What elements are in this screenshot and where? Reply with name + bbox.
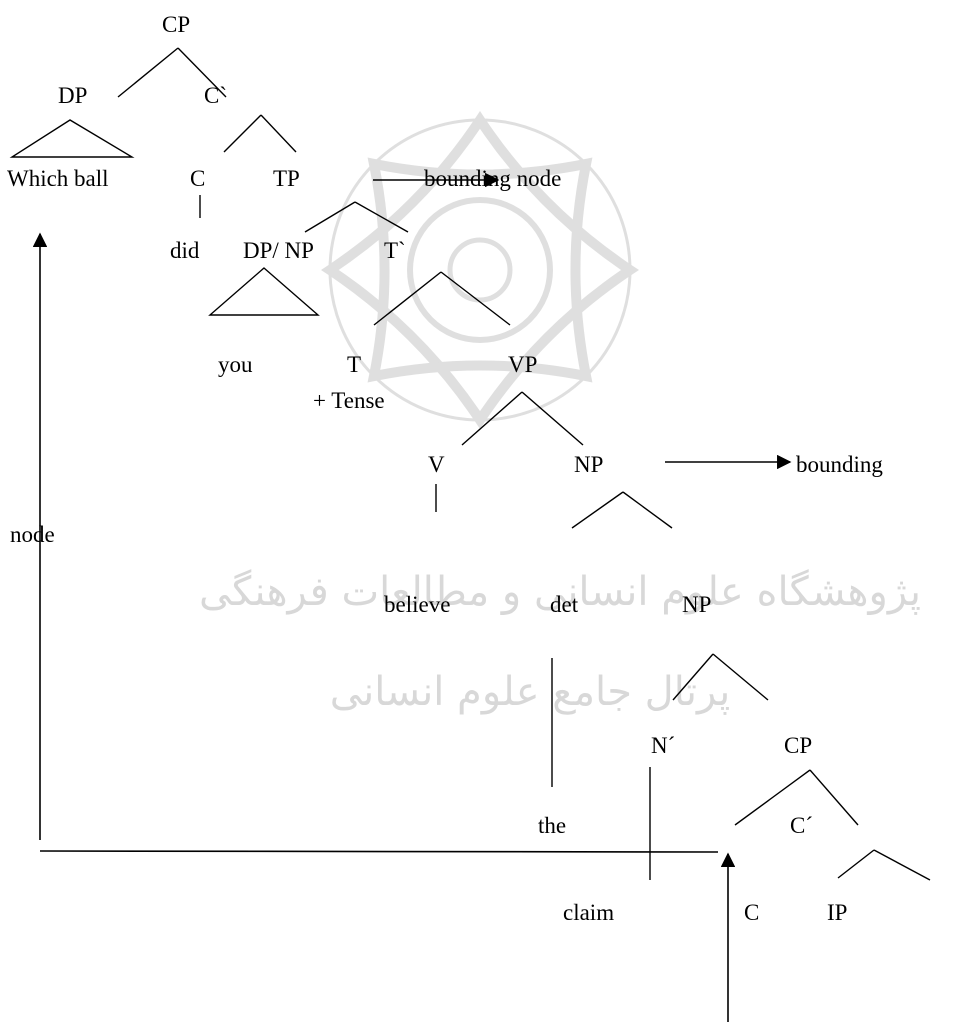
- tree-edges: [9, 47, 931, 881]
- node-tbar: T`: [384, 238, 406, 263]
- triangle-which-ball: [9, 119, 135, 158]
- node-tp: TP: [273, 166, 300, 191]
- node-vp: VP: [508, 352, 537, 377]
- node-c-low: C: [744, 900, 759, 925]
- node-cp-low: CP: [784, 733, 812, 758]
- edge-tp-dpnp: [304, 201, 356, 233]
- edge-tbar-vp: [440, 271, 511, 326]
- node-cbar-top: C`: [204, 83, 227, 108]
- triangle-you: [208, 267, 320, 316]
- edge-vp-np: [521, 391, 584, 446]
- watermark-emblem: پژوهشگاه علوم انسانی و مطالعات فرهنگی پر…: [199, 110, 921, 715]
- edge-cbar-c: [223, 114, 262, 153]
- node-det: det: [550, 592, 579, 617]
- edge-cp-cbar-low: [809, 769, 859, 826]
- edge-cbar-ip: [873, 849, 931, 881]
- node-np-obj: NP: [574, 452, 603, 477]
- node-t: T: [347, 352, 361, 377]
- edge-np-det: [571, 491, 624, 529]
- watermark-line-2: پرتال جامع علوم انسانی: [330, 669, 731, 715]
- node-which-ball: Which ball: [7, 166, 109, 191]
- edge-tbar-t: [373, 271, 442, 326]
- edge-cbar-tp: [260, 114, 297, 153]
- node-c-top: C: [190, 166, 205, 191]
- tree-labels: CP DP C` Which ball C TP bounding node d…: [7, 12, 883, 925]
- watermark-line-1: پژوهشگاه علوم انسانی و مطالعات فرهنگی: [199, 569, 921, 615]
- node-ip: IP: [827, 900, 847, 925]
- node-dp-top: DP: [58, 83, 87, 108]
- edge-tp-tbar: [354, 201, 409, 233]
- annotation-node-side: node: [10, 522, 55, 547]
- arrow-movement-horizontal: [39, 850, 719, 853]
- node-v: V: [428, 452, 445, 477]
- edge-cp-cbar: [177, 47, 227, 98]
- node-tense: + Tense: [313, 388, 385, 413]
- node-nbar: N´: [651, 733, 675, 758]
- edge-cbar-c-low: [837, 849, 875, 879]
- node-you: you: [218, 352, 253, 377]
- movement-arrows: [32, 172, 792, 1022]
- node-claim: claim: [563, 900, 614, 925]
- node-believe: believe: [384, 592, 450, 617]
- edge-cp-dp: [117, 47, 179, 98]
- node-did: did: [170, 238, 200, 263]
- node-the: the: [538, 813, 566, 838]
- node-np-inner: NP: [682, 592, 711, 617]
- edge-np-cp: [712, 653, 769, 701]
- edge-np-nbar: [672, 653, 714, 701]
- annotation-bounding-2: bounding: [796, 452, 883, 477]
- node-dp-np: DP/ NP: [243, 238, 314, 263]
- edge-np-np: [622, 491, 673, 529]
- edge-vp-v: [461, 391, 523, 446]
- annotation-bounding-node-1: bounding node: [424, 166, 561, 191]
- node-cp-top: CP: [162, 12, 190, 37]
- node-cbar-low: C´: [790, 813, 813, 838]
- edge-cp-c: [734, 769, 811, 826]
